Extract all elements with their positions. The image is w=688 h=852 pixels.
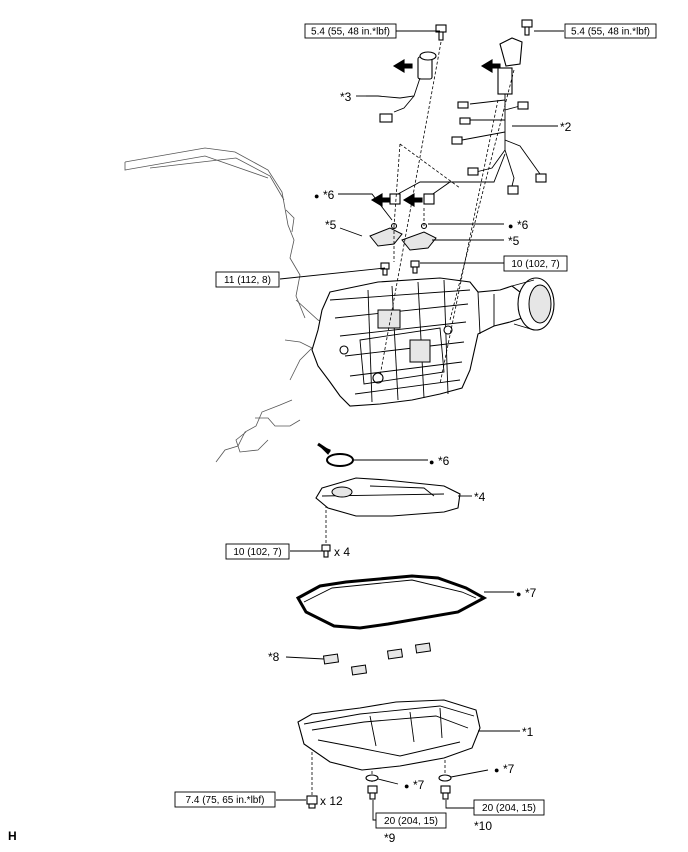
torque-text: 20 (204, 15) [384, 816, 438, 827]
strainer-bolt-quantity: x 4 [334, 545, 350, 559]
callout-speed-sensor: *3 [340, 90, 352, 104]
non-reusable-marker: ● [494, 765, 499, 775]
oil-pan-gasket [295, 574, 488, 630]
figure-code: H [8, 829, 17, 843]
solenoid-wire-harness [370, 37, 547, 207]
callout-refill-gasket: *7 [503, 762, 515, 776]
speed-sensor-harness [366, 51, 437, 123]
non-reusable-marker: ● [404, 781, 409, 791]
torque-text: 11 (112, 8) [224, 275, 271, 286]
strainer-bolt [321, 544, 331, 558]
callout-magnets: *8 [268, 650, 280, 664]
torque-spec-harness-right: 5.4 (55, 48 in.*lbf) [564, 23, 657, 39]
torque-spec-drain-plug: 20 (204, 15) [375, 812, 447, 829]
callout-bracket-left: *5 [325, 218, 337, 232]
torque-text: 7.4 (75, 65 in.*lbf) [186, 795, 265, 806]
callout-wire-harness: *2 [560, 120, 572, 134]
torque-spec-refill-plug: 20 (204, 15) [473, 799, 545, 816]
refill-plug [440, 785, 451, 800]
oil-pan-bolt-quantity: x 12 [320, 794, 343, 808]
callout-oil-pan-gasket: *7 [525, 586, 537, 600]
callout-oil-pan: *1 [522, 725, 534, 739]
torque-spec-solenoid-left: 11 (112, 8) [215, 271, 280, 288]
torque-text: 5.4 (55, 48 in.*lbf) [571, 27, 650, 38]
oil-strainer [315, 477, 461, 517]
harness-bolt-right [521, 19, 533, 36]
callout-drain-gasket: *7 [413, 778, 425, 792]
drain-plug [367, 785, 378, 800]
non-reusable-marker: ● [314, 191, 319, 201]
non-reusable-marker: ● [508, 221, 513, 231]
harness-bolt-left [435, 24, 447, 41]
torque-spec-oil-pan: 7.4 (75, 65 in.*lbf) [174, 791, 276, 808]
drain-plug-gasket [365, 774, 379, 782]
callout-refill-plug: *10 [474, 819, 492, 833]
torque-spec-strainer: 10 (102, 7) [225, 543, 290, 560]
oil-pan-magnets [322, 642, 432, 676]
torque-text: 10 (102, 7) [511, 259, 559, 270]
refill-plug-gasket [438, 774, 452, 782]
callout-strainer-o-ring: *6 [438, 454, 450, 468]
leader-lines [276, 30, 564, 821]
callout-drain-plug: *9 [384, 831, 396, 845]
solenoid-bolt-right [410, 260, 420, 274]
oil-pan [297, 699, 481, 771]
transmission-assembly [311, 277, 555, 407]
callout-oil-strainer: *4 [474, 490, 486, 504]
vehicle-body-outline [124, 147, 331, 463]
install-path-lines [311, 41, 515, 796]
oil-pan-bolt [306, 795, 318, 809]
callout-bracket-right: *5 [508, 234, 520, 248]
torque-text: 5.4 (55, 48 in.*lbf) [311, 27, 390, 38]
non-reusable-marker: ● [516, 589, 521, 599]
solenoid-bracket-right [401, 222, 437, 251]
callout-o-ring-right: *6 [517, 218, 529, 232]
solenoid-bracket-left [369, 222, 403, 247]
solenoid-bolt-left [380, 262, 390, 276]
torque-spec-solenoid-right: 10 (102, 7) [503, 255, 568, 272]
callout-o-ring-left: *6 [323, 188, 335, 202]
torque-text: 10 (102, 7) [233, 547, 281, 558]
strainer-o-ring [317, 442, 354, 467]
torque-text: 20 (204, 15) [482, 803, 536, 814]
non-reusable-marker: ● [429, 457, 434, 467]
torque-spec-harness-left: 5.4 (55, 48 in.*lbf) [304, 23, 397, 39]
